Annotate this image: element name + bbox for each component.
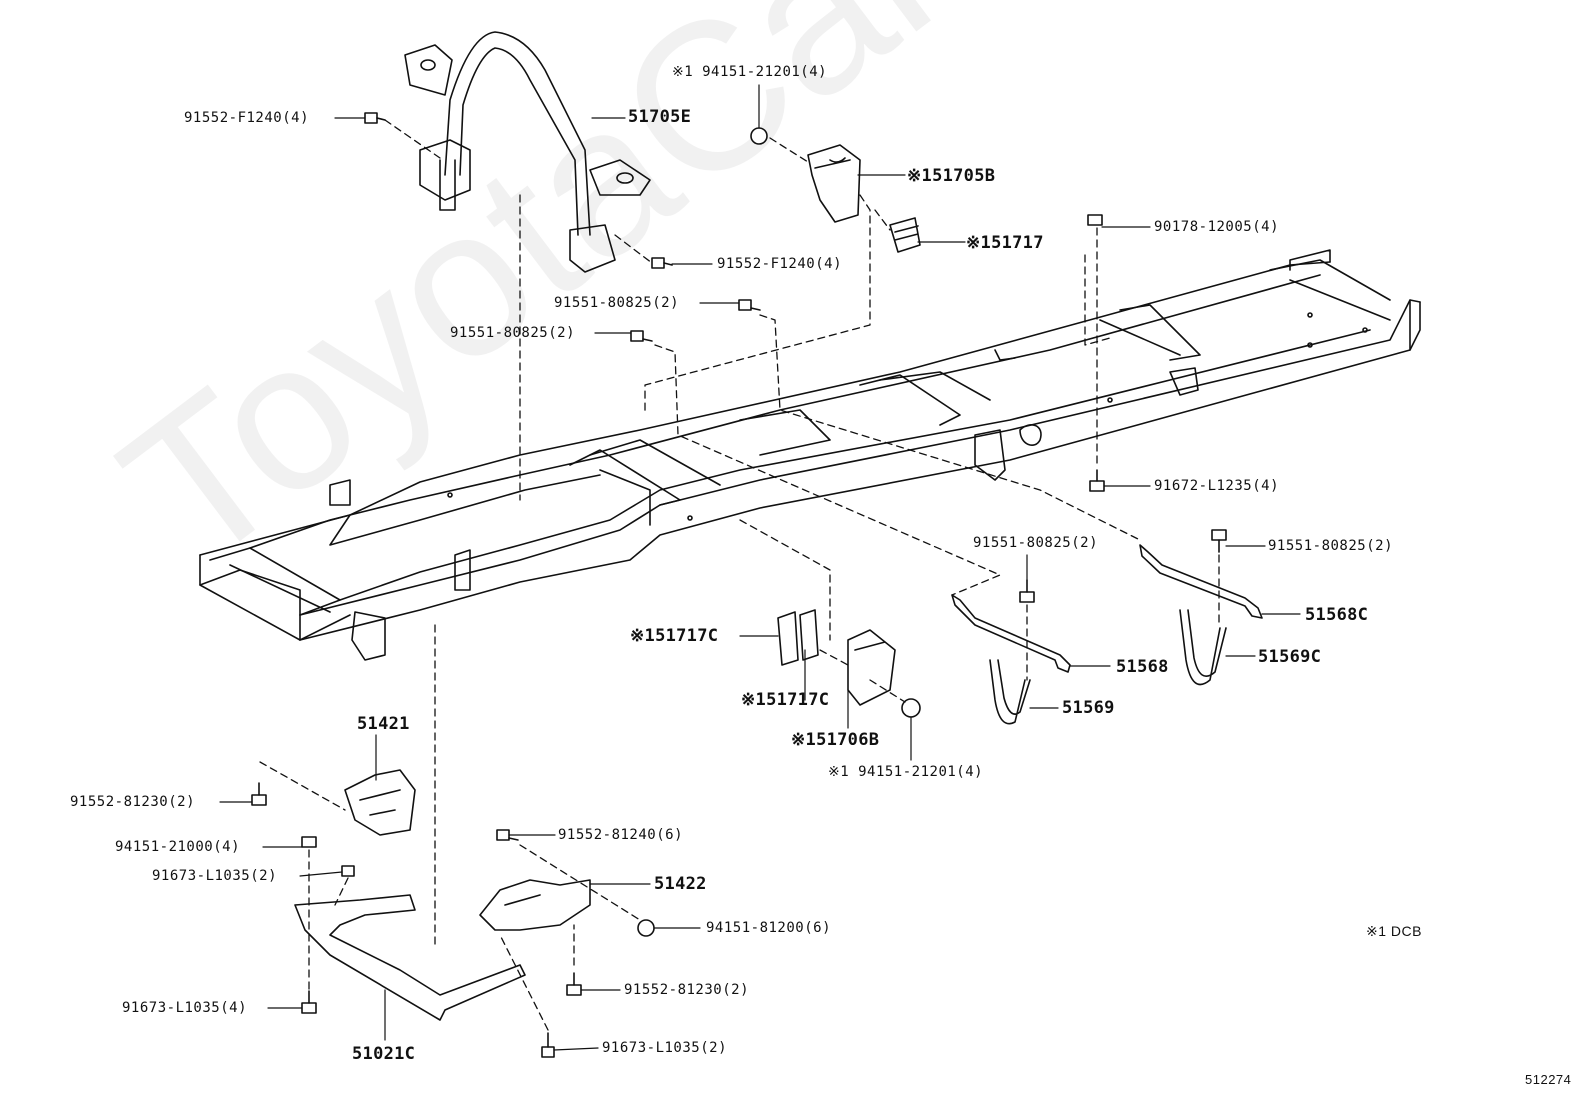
label-51422: 51422 [654, 874, 707, 894]
label-91551-80825-a: 91551-80825(2) [554, 295, 680, 311]
label-91552-F1240-b: 91552-F1240(4) [717, 256, 843, 272]
strap-51569C [1180, 610, 1226, 685]
hanger-51568 [952, 595, 1070, 672]
label-94151-81200: 94151-81200(6) [706, 920, 832, 936]
label-91551-80825-c: 91551-80825(2) [973, 535, 1099, 551]
note-dcb: ※1 DCB [1366, 923, 1422, 939]
bracket-51706B [848, 630, 895, 705]
label-51706B: ※151706B [791, 730, 880, 750]
label-51717: ※151717 [966, 233, 1044, 253]
label-91673-L1035-c: 91673-L1035(2) [602, 1040, 728, 1056]
fasteners [252, 113, 1226, 1057]
crossmember-51021C [295, 895, 525, 1020]
label-51717C-a: ※151717C [630, 626, 719, 646]
label-91672-L1235: 91672-L1235(4) [1154, 478, 1280, 494]
bracket-51705B [808, 145, 860, 222]
label-91673-L1035-b: 91673-L1035(4) [122, 1000, 248, 1016]
diagram-id: 512274 [1525, 1072, 1572, 1087]
hanger-51568C [1140, 545, 1262, 618]
mount-51422 [480, 880, 590, 930]
label-91552-81230-b: 91552-81230(2) [624, 982, 750, 998]
label-51568C: 51568C [1305, 605, 1369, 625]
label-91552-F1240-a: 91552-F1240(4) [184, 110, 310, 126]
label-94151-21201-top: ※1 94151-21201(4) [672, 64, 828, 80]
roll-bar-51705E [405, 32, 650, 272]
leader-lines [220, 85, 1300, 1050]
strap-51569 [990, 660, 1030, 724]
label-51705E: 51705E [628, 107, 692, 127]
mount-51421 [345, 770, 415, 835]
label-91551-80825-b: 91551-80825(2) [450, 325, 576, 341]
chassis-frame [200, 250, 1420, 660]
label-51705B: ※151705B [907, 166, 996, 186]
label-91552-81240: 91552-81240(6) [558, 827, 684, 843]
label-91673-L1035-a: 91673-L1035(2) [152, 868, 278, 884]
label-51569C: 51569C [1258, 647, 1322, 667]
label-90178-12005: 90178-12005(4) [1154, 219, 1280, 235]
label-91552-81230-a: 91552-81230(2) [70, 794, 196, 810]
label-51717C-b: ※151717C [741, 690, 830, 710]
assembly-dashed-lines [260, 120, 1219, 1030]
label-51021C: 51021C [352, 1044, 416, 1064]
label-91551-80825-d: 91551-80825(2) [1268, 538, 1394, 554]
label-51568: 51568 [1116, 657, 1169, 677]
label-51421: 51421 [357, 714, 410, 734]
label-94151-21201-b: ※1 94151-21201(4) [828, 764, 984, 780]
clip-51717 [890, 218, 920, 252]
label-51569: 51569 [1062, 698, 1115, 718]
label-94151-21000: 94151-21000(4) [115, 839, 241, 855]
clip-51717C [778, 610, 818, 665]
